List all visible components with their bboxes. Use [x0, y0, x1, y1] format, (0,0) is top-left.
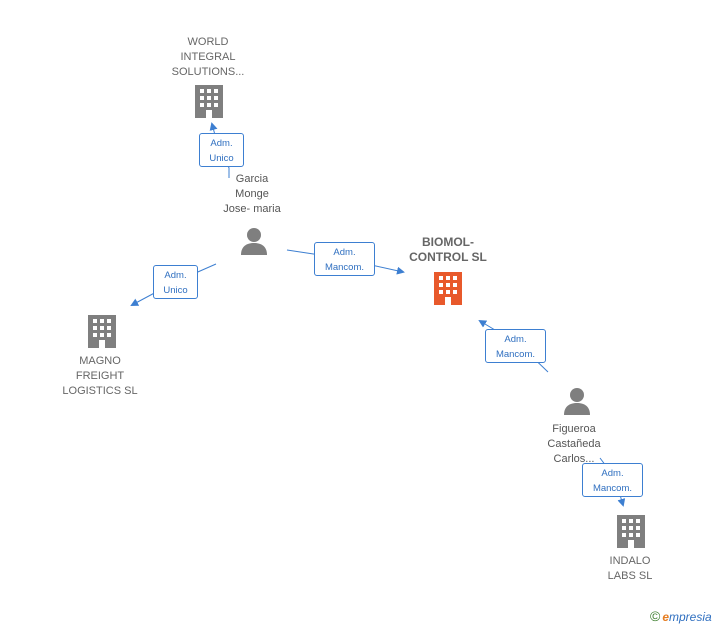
building-icon [617, 515, 645, 548]
edge-label-figueroa-indalo[interactable]: Adm. Mancom. [582, 463, 643, 497]
node-label: Figueroa Castañeda Carlos... [547, 423, 601, 465]
edge-label-garcia-world[interactable]: Adm. Unico [199, 133, 244, 167]
brand-name: mpresia [669, 610, 712, 624]
edge-label-garcia-magno[interactable]: Adm. Unico [153, 265, 198, 299]
node-label: Garcia Monge Jose- maria [223, 173, 281, 215]
brand-logo[interactable]: ©empresia [650, 608, 712, 624]
person-icon [241, 228, 267, 255]
edge-label-figueroa-biomol[interactable]: Adm. Mancom. [485, 329, 546, 363]
person-icon [564, 388, 590, 415]
edge-label-garcia-biomol[interactable]: Adm. Mancom. [314, 242, 375, 276]
node-label: WORLD INTEGRAL SOLUTIONS... [171, 36, 245, 78]
node-label: BIOMOL- CONTROL SL [409, 235, 487, 264]
node-label: INDALO LABS SL [607, 555, 653, 582]
building-icon [88, 315, 116, 348]
building-icon [195, 85, 223, 118]
building-icon [434, 272, 462, 305]
node-label: MAGNO FREIGHT LOGISTICS SL [62, 355, 138, 397]
brand-e: e [662, 610, 670, 624]
copyright-icon: © [650, 608, 661, 624]
